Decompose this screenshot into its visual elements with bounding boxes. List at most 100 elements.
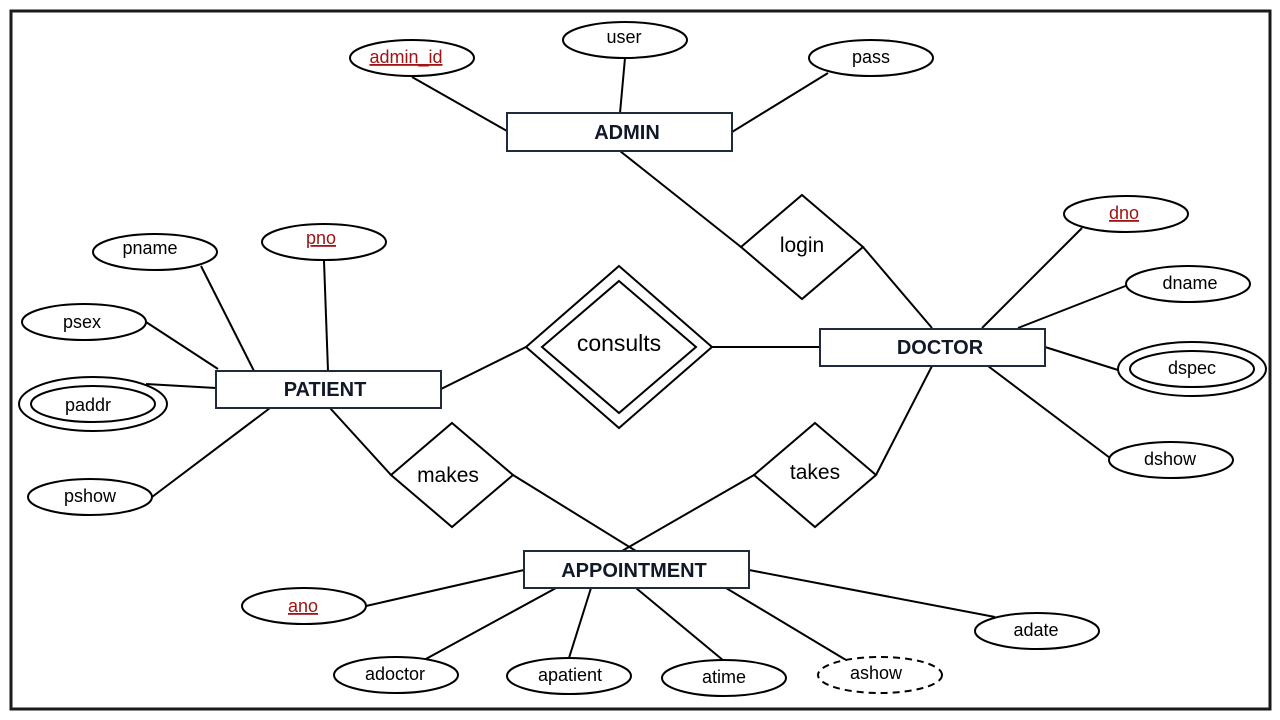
attribute-pno-ellipse bbox=[261, 223, 387, 261]
entity-doctor-label: DOCTOR bbox=[897, 337, 984, 359]
relationship-takes-label: takes bbox=[790, 461, 840, 484]
entity-doctor-box bbox=[819, 328, 1046, 367]
line-appointment-adate bbox=[748, 569, 996, 618]
line-appointment-ashow bbox=[725, 587, 847, 661]
line-takes-appointment bbox=[621, 474, 755, 552]
line-patient-consults bbox=[440, 346, 527, 390]
attribute-pname-label: pname bbox=[122, 238, 177, 258]
line-doctor-takes bbox=[875, 365, 933, 476]
attribute-ano-ellipse bbox=[241, 587, 367, 625]
relationship-makes-label: makes bbox=[417, 464, 479, 487]
attribute-atime: atime bbox=[661, 659, 787, 697]
entity-patient-label: PATIENT bbox=[284, 379, 367, 401]
line-doctor-dshow bbox=[987, 365, 1123, 468]
relationship-takes-diamond bbox=[752, 421, 878, 529]
entity-doctor: DOCTOR bbox=[819, 328, 1046, 367]
attribute-ashow-ellipse bbox=[817, 656, 943, 694]
attribute-user-ellipse bbox=[562, 21, 688, 59]
line-appointment-atime bbox=[635, 587, 725, 662]
attribute-dname-label: dname bbox=[1162, 273, 1217, 293]
attribute-user: user bbox=[562, 21, 688, 59]
attribute-pshow-label: pshow bbox=[64, 486, 117, 506]
attribute-pshow: pshow bbox=[27, 478, 153, 516]
attribute-pass: pass bbox=[808, 39, 934, 77]
line-patient-pname bbox=[200, 265, 255, 372]
attribute-psex: psex bbox=[21, 303, 147, 341]
relationship-login: login bbox=[739, 193, 865, 301]
attribute-atime-ellipse bbox=[661, 659, 787, 697]
entity-admin: ADMIN bbox=[506, 112, 733, 152]
attribute-adate: adate bbox=[974, 612, 1100, 650]
attribute-adate-ellipse bbox=[974, 612, 1100, 650]
relationship-takes: takes bbox=[752, 421, 878, 529]
attribute-pno-label: pno bbox=[306, 228, 336, 248]
attribute-apatient-label: apatient bbox=[538, 665, 602, 685]
line-admin-pass bbox=[731, 72, 829, 133]
attribute-dno-ellipse bbox=[1063, 195, 1189, 233]
relationship-login-diamond bbox=[739, 193, 865, 301]
line-doctor-dname bbox=[1017, 284, 1129, 329]
attribute-psex-ellipse bbox=[21, 303, 147, 341]
line-patient-psex bbox=[145, 321, 219, 370]
attribute-dname-ellipse bbox=[1125, 265, 1251, 303]
line-appointment-ano bbox=[365, 569, 525, 607]
attribute-dshow-ellipse bbox=[1108, 441, 1234, 479]
attribute-ano-label: ano bbox=[288, 596, 318, 616]
attribute-atime-label: atime bbox=[702, 667, 746, 687]
line-admin-user bbox=[619, 57, 626, 114]
relationship-consults-inner-diamond bbox=[540, 279, 698, 415]
attribute-admin-id-label: admin_id bbox=[369, 47, 442, 68]
attribute-apatient-ellipse bbox=[506, 657, 632, 695]
line-appointment-apatient bbox=[568, 587, 592, 659]
attribute-dspec: dspec bbox=[1117, 341, 1267, 397]
connector-lines bbox=[145, 57, 1129, 662]
line-doctor-dno bbox=[981, 227, 1083, 329]
relationship-consults-label: consults bbox=[577, 330, 661, 356]
line-makes-appointment bbox=[512, 474, 637, 552]
attribute-adoctor: adoctor bbox=[333, 656, 459, 694]
attribute-paddr: paddr bbox=[18, 376, 168, 432]
attribute-psex-label: psex bbox=[63, 312, 101, 332]
line-appointment-adoctor bbox=[423, 587, 557, 661]
line-doctor-dspec bbox=[1044, 346, 1119, 371]
entity-patient-box bbox=[215, 370, 442, 409]
entity-admin-box bbox=[506, 112, 733, 152]
relationship-consults: consults bbox=[524, 264, 714, 430]
line-patient-makes bbox=[329, 407, 392, 476]
attribute-dname: dname bbox=[1125, 265, 1251, 303]
attribute-ashow: ashow bbox=[817, 656, 943, 694]
attribute-ano: ano bbox=[241, 587, 367, 625]
attribute-adoctor-label: adoctor bbox=[365, 664, 425, 684]
relationship-makes: makes bbox=[389, 421, 515, 529]
line-login-doctor bbox=[862, 246, 933, 329]
attribute-dno: dno bbox=[1063, 195, 1189, 233]
attribute-ashow-label: ashow bbox=[850, 663, 903, 683]
attribute-dno-label: dno bbox=[1109, 203, 1139, 223]
line-admin-id bbox=[411, 76, 508, 132]
attribute-dshow: dshow bbox=[1108, 441, 1234, 479]
attribute-pno: pno bbox=[261, 223, 387, 261]
attribute-admin-id-ellipse bbox=[349, 39, 475, 77]
entity-appointment: APPOINTMENT bbox=[523, 550, 750, 589]
attribute-user-label: user bbox=[606, 27, 641, 47]
entity-appointment-label: APPOINTMENT bbox=[561, 560, 707, 582]
attribute-pass-label: pass bbox=[852, 47, 890, 67]
attribute-adate-label: adate bbox=[1013, 620, 1058, 640]
line-patient-pshow bbox=[151, 407, 271, 498]
entity-admin-label: ADMIN bbox=[594, 122, 660, 144]
attribute-paddr-inner-ellipse bbox=[30, 385, 156, 423]
line-patient-pno bbox=[323, 260, 329, 372]
attribute-pname: pname bbox=[92, 233, 218, 271]
attribute-apatient: apatient bbox=[506, 657, 632, 695]
entity-patient: PATIENT bbox=[215, 370, 442, 409]
attribute-adoctor-ellipse bbox=[333, 656, 459, 694]
attribute-pname-ellipse bbox=[92, 233, 218, 271]
attribute-pshow-ellipse bbox=[27, 478, 153, 516]
line-admin-login bbox=[619, 150, 742, 248]
line-patient-paddr bbox=[145, 383, 217, 389]
attribute-admin-id: admin_id bbox=[349, 39, 475, 77]
attribute-dshow-label: dshow bbox=[1144, 449, 1197, 469]
attribute-paddr-label: paddr bbox=[65, 395, 111, 415]
attribute-dspec-inner-ellipse bbox=[1129, 350, 1255, 388]
